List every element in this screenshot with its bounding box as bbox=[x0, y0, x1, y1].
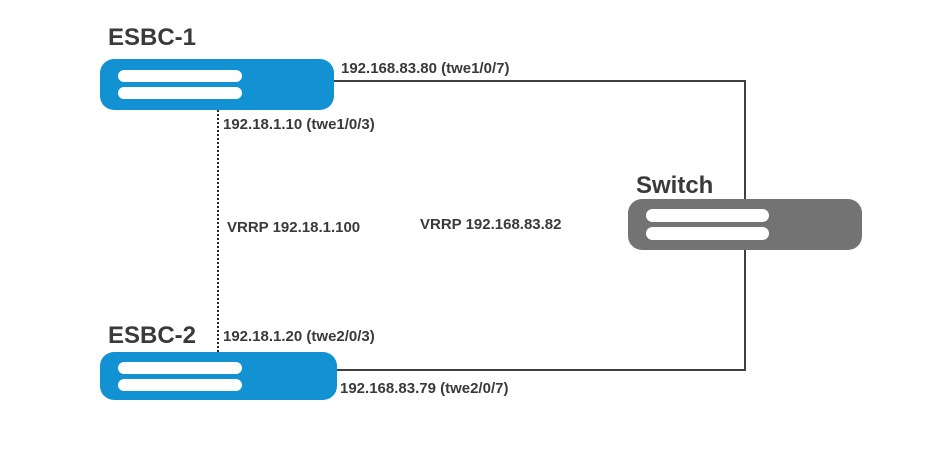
esbc2-inside-interface-label: 192.18.1.20 (twe2/0/3) bbox=[223, 328, 375, 345]
esbc2-outside-interface-label: 192.168.83.79 (twe2/0/7) bbox=[340, 380, 509, 397]
esbc2-device-icon bbox=[100, 352, 337, 400]
link-esbc1-to-esbc2-dotted bbox=[217, 110, 219, 352]
vrrp-inside-address-label: VRRP 192.18.1.100 bbox=[227, 219, 361, 236]
link-switch-to-esbc2-vertical bbox=[744, 249, 746, 370]
vrrp-outside-address-label: VRRP 192.168.83.82 bbox=[420, 216, 562, 233]
esbc2-label: ESBC-2 bbox=[108, 322, 197, 349]
esbc1-label: ESBC-1 bbox=[108, 24, 197, 51]
switch-label: Switch bbox=[636, 172, 714, 199]
esbc1-outside-interface-label: 192.168.83.80 (twe1/0/7) bbox=[341, 60, 510, 77]
device-port-slot bbox=[118, 87, 242, 99]
device-port-slot bbox=[118, 70, 242, 82]
esbc1-inside-interface-label: 192.18.1.10 (twe1/0/3) bbox=[223, 116, 375, 133]
device-port-slot bbox=[646, 227, 769, 240]
link-switch-to-esbc2-horizontal bbox=[337, 369, 746, 371]
switch-device-icon bbox=[628, 199, 862, 250]
link-esbc1-to-switch-horizontal bbox=[334, 80, 745, 82]
device-port-slot bbox=[118, 361, 242, 374]
link-esbc1-to-switch-vertical bbox=[744, 80, 746, 200]
device-port-slot bbox=[118, 378, 242, 391]
esbc1-device-icon bbox=[100, 59, 334, 110]
device-port-slot bbox=[646, 209, 769, 222]
